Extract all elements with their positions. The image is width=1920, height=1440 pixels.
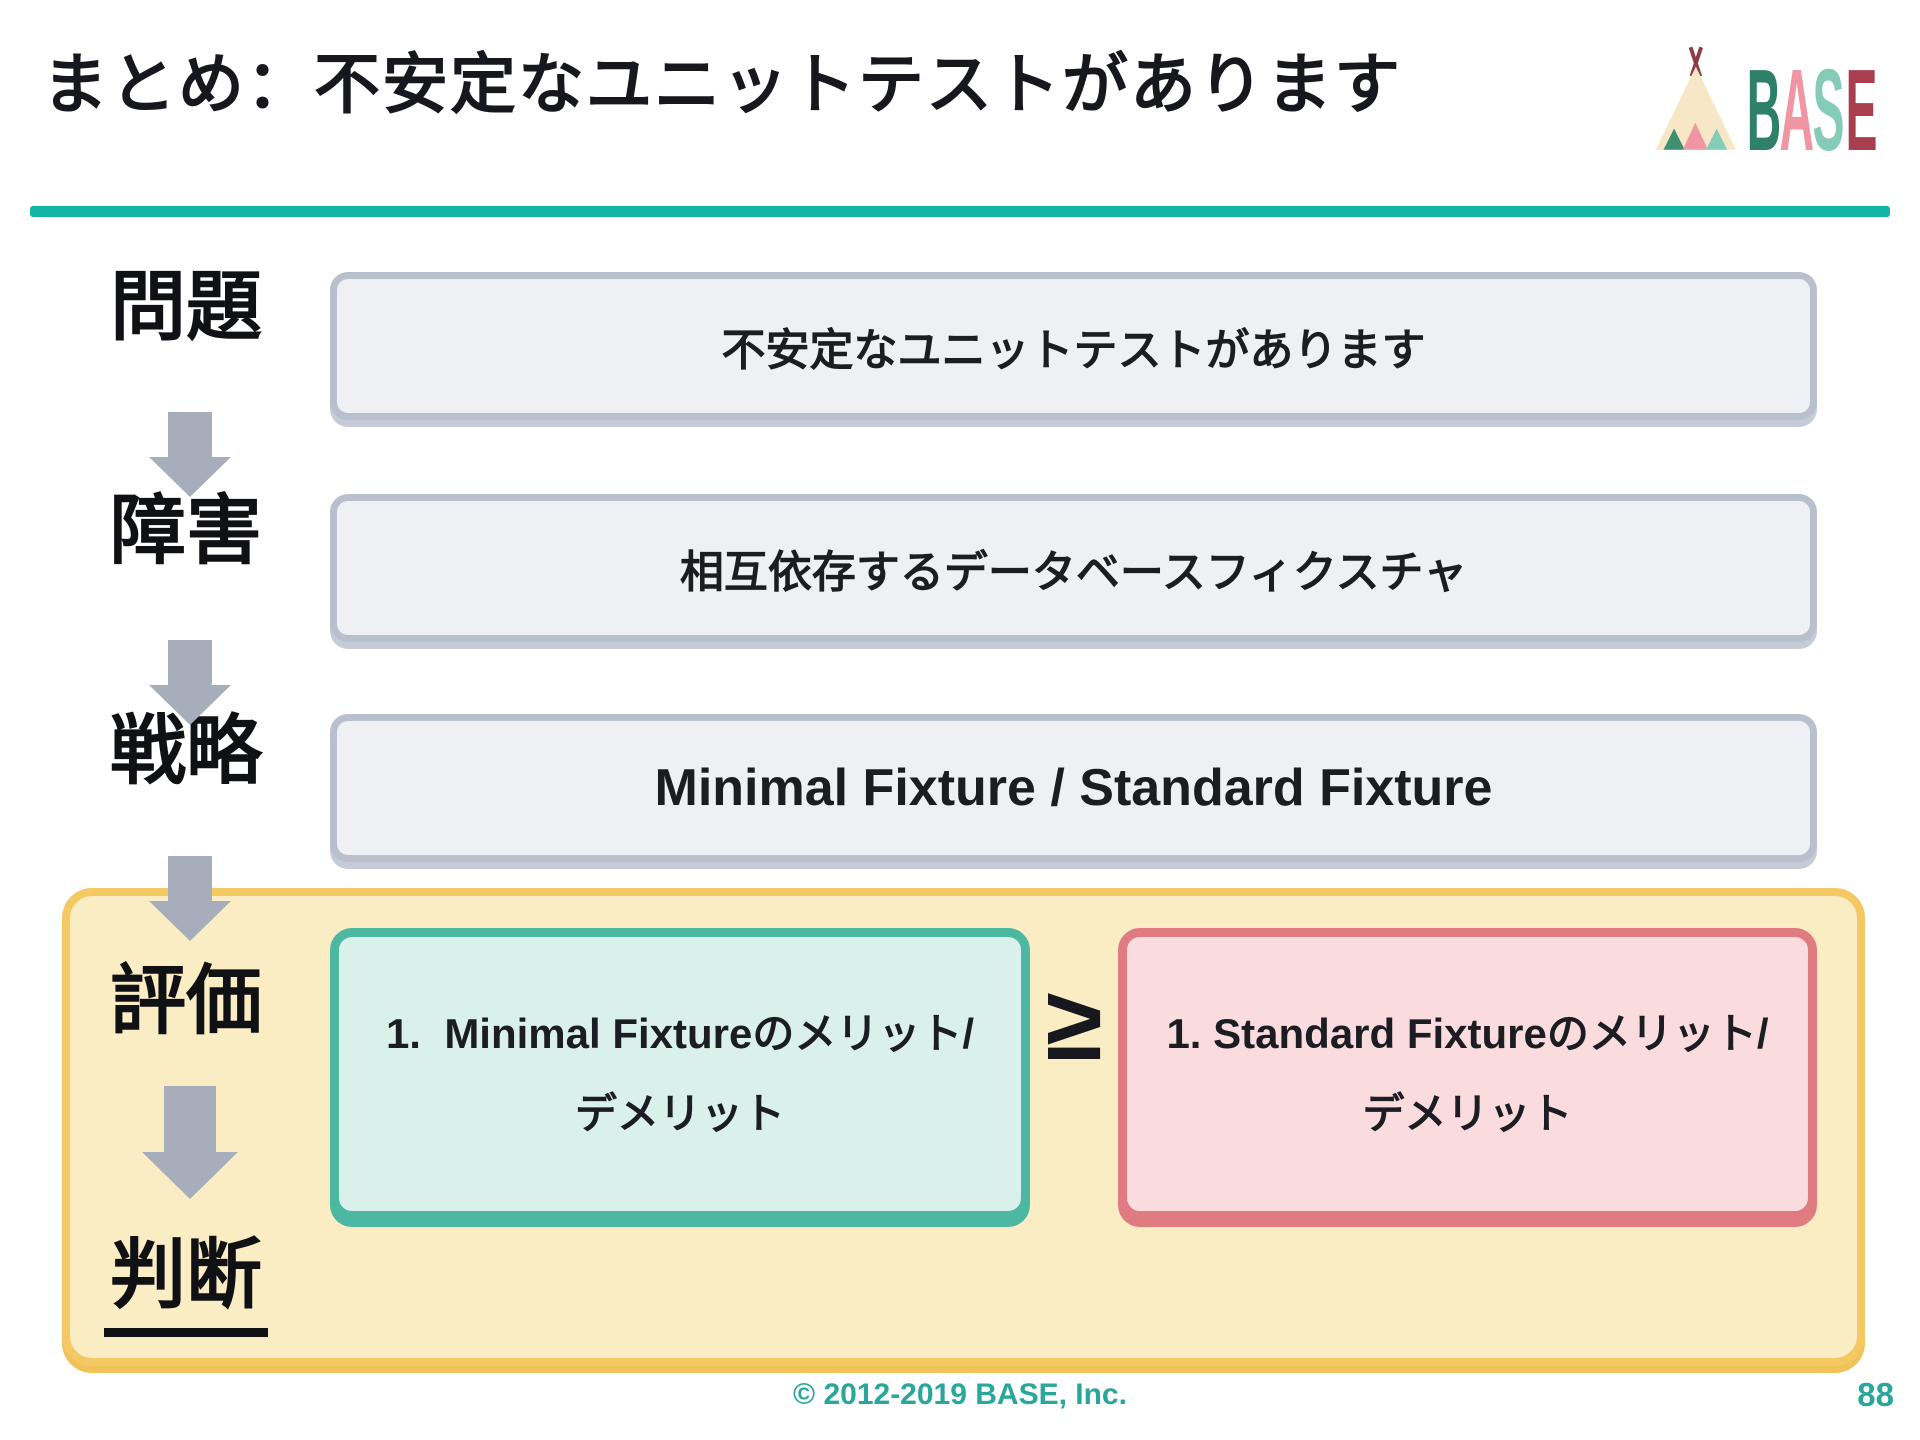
flow-label-problem: 問題 [110,265,262,350]
arrow-head [149,685,231,725]
page-number: 88 [1857,1376,1894,1413]
obstacle-box: 相互依存するデータベースフィクスチャ [330,494,1817,642]
copyright-text: © 2012-2019 BASE, Inc. [793,1378,1127,1411]
down-arrow-icon [142,1086,238,1199]
base-logo: B A S E [1655,45,1878,156]
problem-box: 不安定なユニットテストがあります [330,272,1817,420]
logo-letter: E [1845,45,1877,156]
judgment-underlined-text: 判断 [104,1236,268,1337]
flow-label-evaluation: 評価 [110,959,262,1044]
logo-letter: A [1780,45,1815,156]
down-arrow-icon [149,640,231,725]
flow-label-judgment: 判断 [88,1236,284,1337]
logo-letter: B [1747,45,1782,156]
down-arrow-icon [149,412,231,497]
page-title: まとめ：不安定なユニットテストがあります [42,47,1402,121]
arrow-shaft [168,640,212,685]
flow-label-obstacle: 障害 [110,489,262,574]
logo-letter: S [1813,45,1845,156]
arrow-shaft [168,856,212,901]
teepee-icon [1655,46,1736,150]
standard-fixture-box: 1. Standard Fixtureのメリット/デメリット [1118,928,1817,1220]
greater-equal-symbol: ≥ [1045,966,1103,1082]
down-arrow-icon [149,856,231,941]
title-divider [30,206,1890,217]
arrow-head [149,901,231,941]
logo-wordmark: B A S E [1747,45,1878,156]
arrow-shaft [164,1086,216,1152]
arrow-shaft [168,412,212,457]
arrow-head [149,457,231,497]
strategy-box: Minimal Fixture / Standard Fixture [330,714,1817,862]
minimal-fixture-box: 1. Minimal Fixtureのメリット/デメリット [330,928,1030,1220]
arrow-head [142,1152,238,1199]
